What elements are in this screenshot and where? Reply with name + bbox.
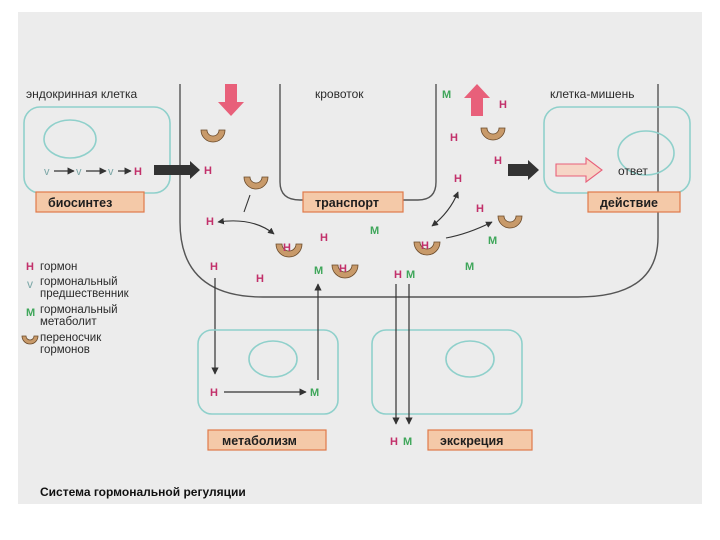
metabolism-label: метаболизм: [222, 434, 297, 448]
hormone-mark: Н: [450, 132, 458, 144]
response-arrow: [555, 156, 603, 184]
bloodstream-vessel-outer: [179, 84, 659, 298]
legend-hormone-text: гормон: [40, 261, 77, 273]
legend-carrier-text-1: переносчик: [40, 332, 102, 344]
legend-precursor-symbol: v: [27, 277, 33, 291]
hormone-mark: Н: [499, 99, 507, 111]
delivery-arrow: [508, 160, 539, 180]
bloodstream-vessel-inner: [279, 84, 437, 201]
excretion-cell: [371, 329, 523, 415]
svg-text:Н: Н: [421, 240, 429, 252]
biosynthesis-chain: v v v Н: [44, 166, 142, 178]
transport-label: транспорт: [315, 196, 379, 210]
svg-text:Н: Н: [339, 263, 347, 275]
carrier: [200, 129, 226, 143]
target-cell-nucleus: [617, 130, 675, 176]
bound-carrier: Н: [275, 242, 303, 258]
inflow-arrow: [218, 84, 244, 116]
excreted-hormone: Н: [390, 436, 398, 448]
excretion-label: экскреция: [440, 434, 503, 448]
metabolite-mark: М: [314, 265, 323, 277]
precursor-mark: v: [44, 166, 50, 178]
hormone-mark: Н: [210, 387, 218, 399]
bound-carrier: Н: [331, 263, 359, 279]
bloodstream-label: кровоток: [315, 87, 364, 101]
hormone-mark: Н: [210, 261, 218, 273]
legend-metabolite-text-2: метаболит: [40, 316, 97, 328]
biosynthesis-box: [35, 191, 145, 213]
bound-carrier: Н: [413, 240, 441, 256]
excreted-metabolite: М: [403, 436, 412, 448]
binding-arrow: [445, 221, 493, 239]
carrier: [243, 176, 269, 190]
precursor-mark: v: [76, 166, 82, 178]
metabolism-cell-nucleus: [248, 340, 298, 378]
excretion-box: [427, 429, 533, 451]
hormone-mark: Н: [256, 273, 264, 285]
metabolite-mark: М: [465, 261, 474, 273]
hormone-mark: Н: [454, 173, 462, 185]
hormone-mark: Н: [320, 232, 328, 244]
diagram-caption: Система гормональной регуляции: [40, 485, 246, 499]
outflow-arrow: [464, 84, 490, 116]
hormone-mark: Н: [206, 216, 214, 228]
carrier: [497, 215, 523, 229]
legend-hormone-symbol: Н: [26, 261, 34, 273]
precursor-mark: v: [108, 166, 114, 178]
legend-carrier-icon: [21, 335, 39, 345]
endocrine-cell-label: эндокринная клетка: [26, 87, 137, 101]
endocrine-cell-nucleus: [43, 119, 97, 159]
legend: Н гормон v гормональный предшественник М…: [21, 261, 130, 356]
secretion-arrow: [154, 161, 200, 179]
hormone-mark: Н: [494, 155, 502, 167]
legend-precursor-text-1: гормональный: [40, 276, 118, 288]
svg-text:Н: Н: [283, 242, 291, 254]
hormone-mark: Н: [394, 269, 402, 281]
binding-arrow: [217, 217, 275, 235]
metabolite-mark: М: [488, 235, 497, 247]
hormone-mark: Н: [204, 165, 212, 177]
hormone-regulation-diagram: кровоток эндокринная клетка v v v Н биос…: [21, 84, 691, 499]
metabolite-mark: М: [406, 269, 415, 281]
excretion-cell-nucleus: [445, 340, 495, 378]
binding-arrow: [243, 194, 251, 213]
response-label: ответ: [618, 164, 648, 178]
slide: кровоток эндокринная клетка v v v Н биос…: [18, 12, 702, 504]
metabolite-mark: М: [370, 225, 379, 237]
legend-precursor-text-2: предшественник: [40, 288, 130, 300]
action-box: [587, 191, 681, 213]
legend-metabolite-symbol: М: [26, 307, 35, 319]
metabolite-mark: М: [310, 387, 319, 399]
binding-arrow: [431, 191, 459, 227]
endocrine-cell: [23, 106, 171, 194]
hormone-mark: Н: [476, 203, 484, 215]
metabolism-cell: [197, 329, 339, 415]
legend-metabolite-text-1: гормональный: [40, 304, 118, 316]
biosynthesis-label: биосинтез: [48, 196, 112, 210]
metabolism-box: [207, 429, 327, 451]
hormone-mark: Н: [134, 166, 142, 178]
action-label: действие: [600, 196, 658, 210]
transport-box: [302, 191, 404, 213]
target-cell: [543, 106, 691, 194]
metabolite-mark: М: [442, 89, 451, 101]
legend-carrier-text-2: гормонов: [40, 344, 90, 356]
carrier: [480, 127, 506, 141]
target-cell-label: клетка-мишень: [550, 87, 634, 101]
